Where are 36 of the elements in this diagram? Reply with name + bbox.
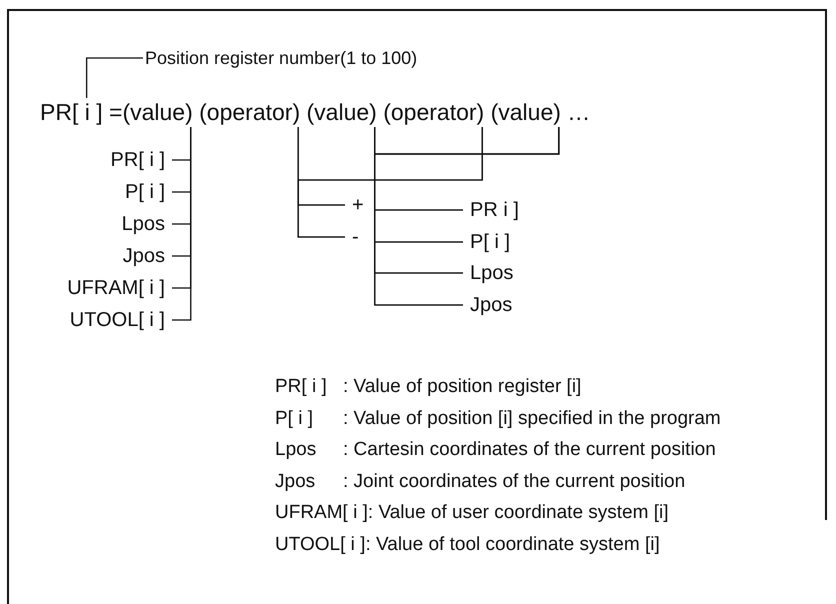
syntax-token: (value) <box>306 98 377 126</box>
syntax-branch-line <box>297 127 483 238</box>
option-text: UTOOL[ i ] <box>62 308 172 332</box>
syntax-token: =(value) <box>109 98 193 126</box>
option-text: + <box>345 193 371 217</box>
term-definition: : Value of user coordinate system [i] <box>368 501 669 525</box>
option-text: UFRAM[ i ] <box>60 276 172 300</box>
option-text: Jpos <box>463 293 520 317</box>
term: UTOOL[ i ] <box>275 532 366 556</box>
term-definition: : Value of position [i] specified in the program <box>343 406 721 430</box>
option-text: Lpos <box>114 212 172 236</box>
option-text: PR i ] <box>463 198 526 222</box>
term-definition: : Cartesin coordinates of the current position <box>343 438 716 462</box>
ellipsis: … <box>567 98 590 126</box>
option-text: P[ i ] <box>463 230 518 254</box>
option-text: - <box>345 225 366 249</box>
syntax-token: PR[ i ] <box>40 98 103 126</box>
term-definition: : Joint coordinates of the current position <box>343 470 686 494</box>
term: PR[ i ] <box>275 375 328 399</box>
term-definition: : Value of position register [i] <box>343 375 582 399</box>
term: UFRAM[ i ] <box>275 501 368 525</box>
term: P[ i ] <box>275 406 314 430</box>
syntax-token: (operator) <box>383 98 484 126</box>
option-text: Lpos <box>463 261 520 285</box>
option-text: PR[ i ] <box>104 148 172 172</box>
term-definition: : Value of tool coordinate system [i] <box>365 532 660 556</box>
option-text: Jpos <box>116 244 172 268</box>
syntax-branch-line <box>172 127 192 321</box>
option-text: P[ i ] <box>118 180 172 204</box>
leader-line <box>86 57 143 98</box>
term: Lpos <box>275 438 318 462</box>
syntax-token: (operator) <box>199 98 300 126</box>
callout-text: Position register number(1 to 100) <box>143 46 420 70</box>
term: Jpos <box>275 470 316 494</box>
syntax-token: (value) <box>490 98 561 126</box>
syntax-branch-line <box>374 127 560 306</box>
